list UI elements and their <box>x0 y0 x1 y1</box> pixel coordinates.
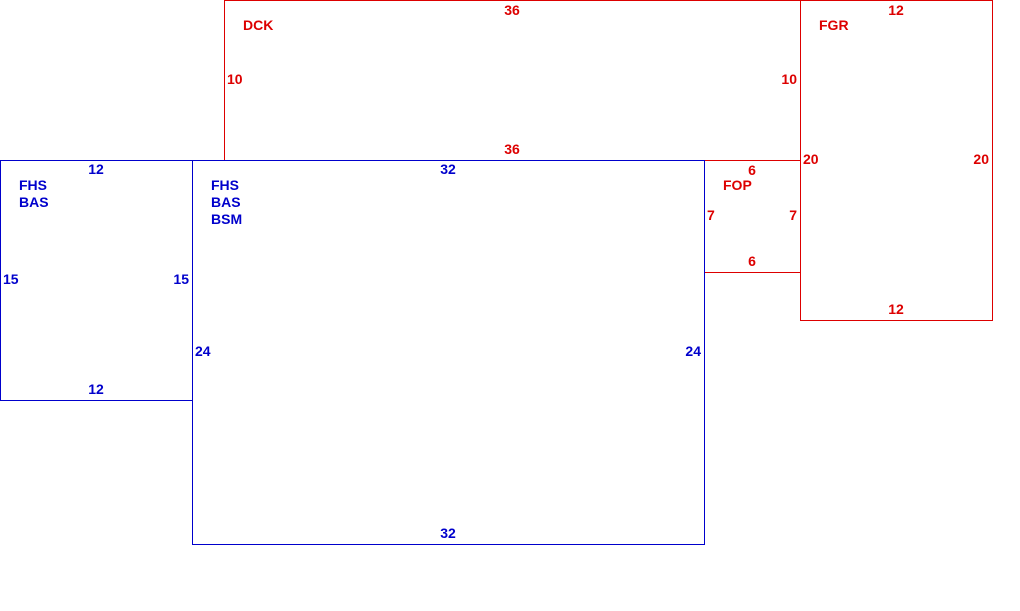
area-dck-dim-top: 36 <box>504 2 520 18</box>
area-left-wing-dim-right: 15 <box>173 271 189 287</box>
area-main-label-2: BAS <box>211 194 241 210</box>
area-fgr[interactable]: FGR 12 12 20 20 <box>800 0 993 321</box>
area-fgr-dim-top: 12 <box>888 2 904 18</box>
area-main-dim-left: 24 <box>195 343 211 359</box>
area-main-label-3: BSM <box>211 211 242 227</box>
area-main-dim-bottom: 32 <box>440 525 456 541</box>
area-fop[interactable]: FOP 6 6 7 7 <box>704 160 801 273</box>
area-left-wing-label-2: BAS <box>19 194 49 210</box>
area-fgr-outline <box>800 0 993 321</box>
area-main-outline <box>192 160 705 545</box>
area-dck-label: DCK <box>243 17 273 33</box>
area-fop-label: FOP <box>723 177 752 193</box>
area-fgr-dim-left: 20 <box>803 151 819 167</box>
area-main[interactable]: FHS BAS BSM 32 32 24 24 <box>192 160 705 545</box>
area-dck-dim-right: 10 <box>781 71 797 87</box>
area-main-label-1: FHS <box>211 177 239 193</box>
area-fop-dim-right: 7 <box>789 207 797 223</box>
area-fop-dim-top: 6 <box>748 162 756 178</box>
area-left-wing-dim-left: 15 <box>3 271 19 287</box>
area-dck-outline <box>224 0 801 161</box>
area-dck-dim-left: 10 <box>227 71 243 87</box>
area-main-dim-top: 32 <box>440 161 456 177</box>
area-dck-dim-bottom: 36 <box>504 141 520 157</box>
area-dck[interactable]: DCK 36 36 10 10 <box>224 0 801 161</box>
area-left-wing-dim-bottom: 12 <box>88 381 104 397</box>
area-main-dim-right: 24 <box>685 343 701 359</box>
area-fop-dim-left: 7 <box>707 207 715 223</box>
area-left-wing[interactable]: FHS BAS 12 12 15 15 <box>0 160 193 401</box>
area-fgr-label: FGR <box>819 17 849 33</box>
area-left-wing-dim-top: 12 <box>88 161 104 177</box>
area-fop-dim-bottom: 6 <box>748 253 756 269</box>
area-left-wing-label-1: FHS <box>19 177 47 193</box>
area-fgr-dim-right: 20 <box>973 151 989 167</box>
area-fgr-dim-bottom: 12 <box>888 301 904 317</box>
